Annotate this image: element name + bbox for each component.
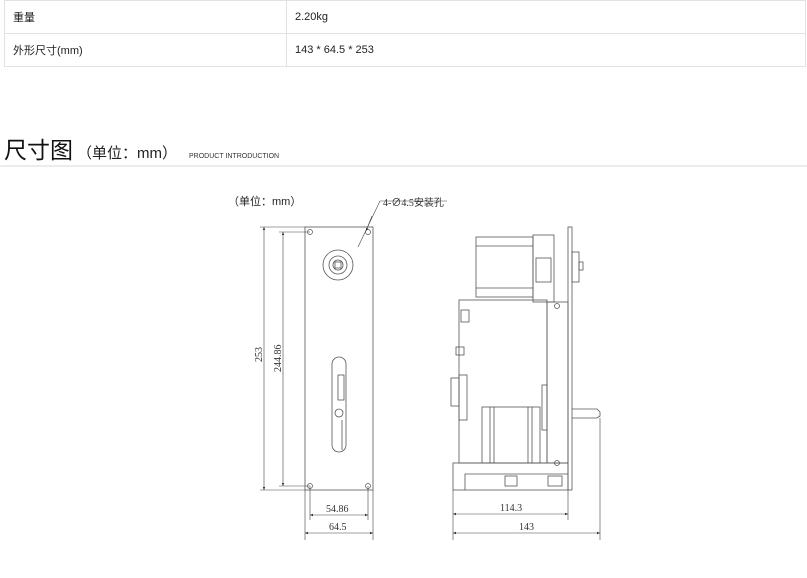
dim-114-3: 114.3: [500, 503, 522, 514]
table-row: 外形尺寸(mm) 143 * 64.5 * 253: [4, 33, 806, 67]
spec-value: 2.20kg: [286, 0, 806, 34]
slot: [331, 356, 347, 453]
section-header: 尺寸图 （单位：mm） PRODUCT INTRODUCTION: [4, 131, 279, 165]
side-view: 114.3 143: [450, 226, 601, 540]
divider: [0, 165, 807, 167]
dim-253: 253: [254, 347, 265, 362]
front-view: 4-∅4.5安装孔 253 244.86 54.86 64.5: [254, 196, 447, 540]
hole-note: 4-∅4.5安装孔: [383, 196, 444, 209]
rotary-switch: [322, 249, 354, 281]
drawing-unit-label: （单位：mm）: [228, 194, 301, 208]
dim-244-86: 244.86: [273, 345, 284, 373]
spec-table: 重量 2.20kg 外形尺寸(mm) 143 * 64.5 * 253: [4, 0, 806, 67]
dim-143: 143: [519, 522, 534, 533]
dim-64-5: 64.5: [329, 522, 347, 533]
table-row: 重量 2.20kg: [4, 0, 806, 34]
dim-54-86: 54.86: [326, 504, 349, 515]
section-title: 尺寸图: [4, 137, 73, 163]
section-subtitle: PRODUCT INTRODUCTION: [189, 153, 280, 160]
section-unit: （单位：mm）: [77, 145, 177, 162]
spec-value: 143 * 64.5 * 253: [286, 33, 806, 67]
